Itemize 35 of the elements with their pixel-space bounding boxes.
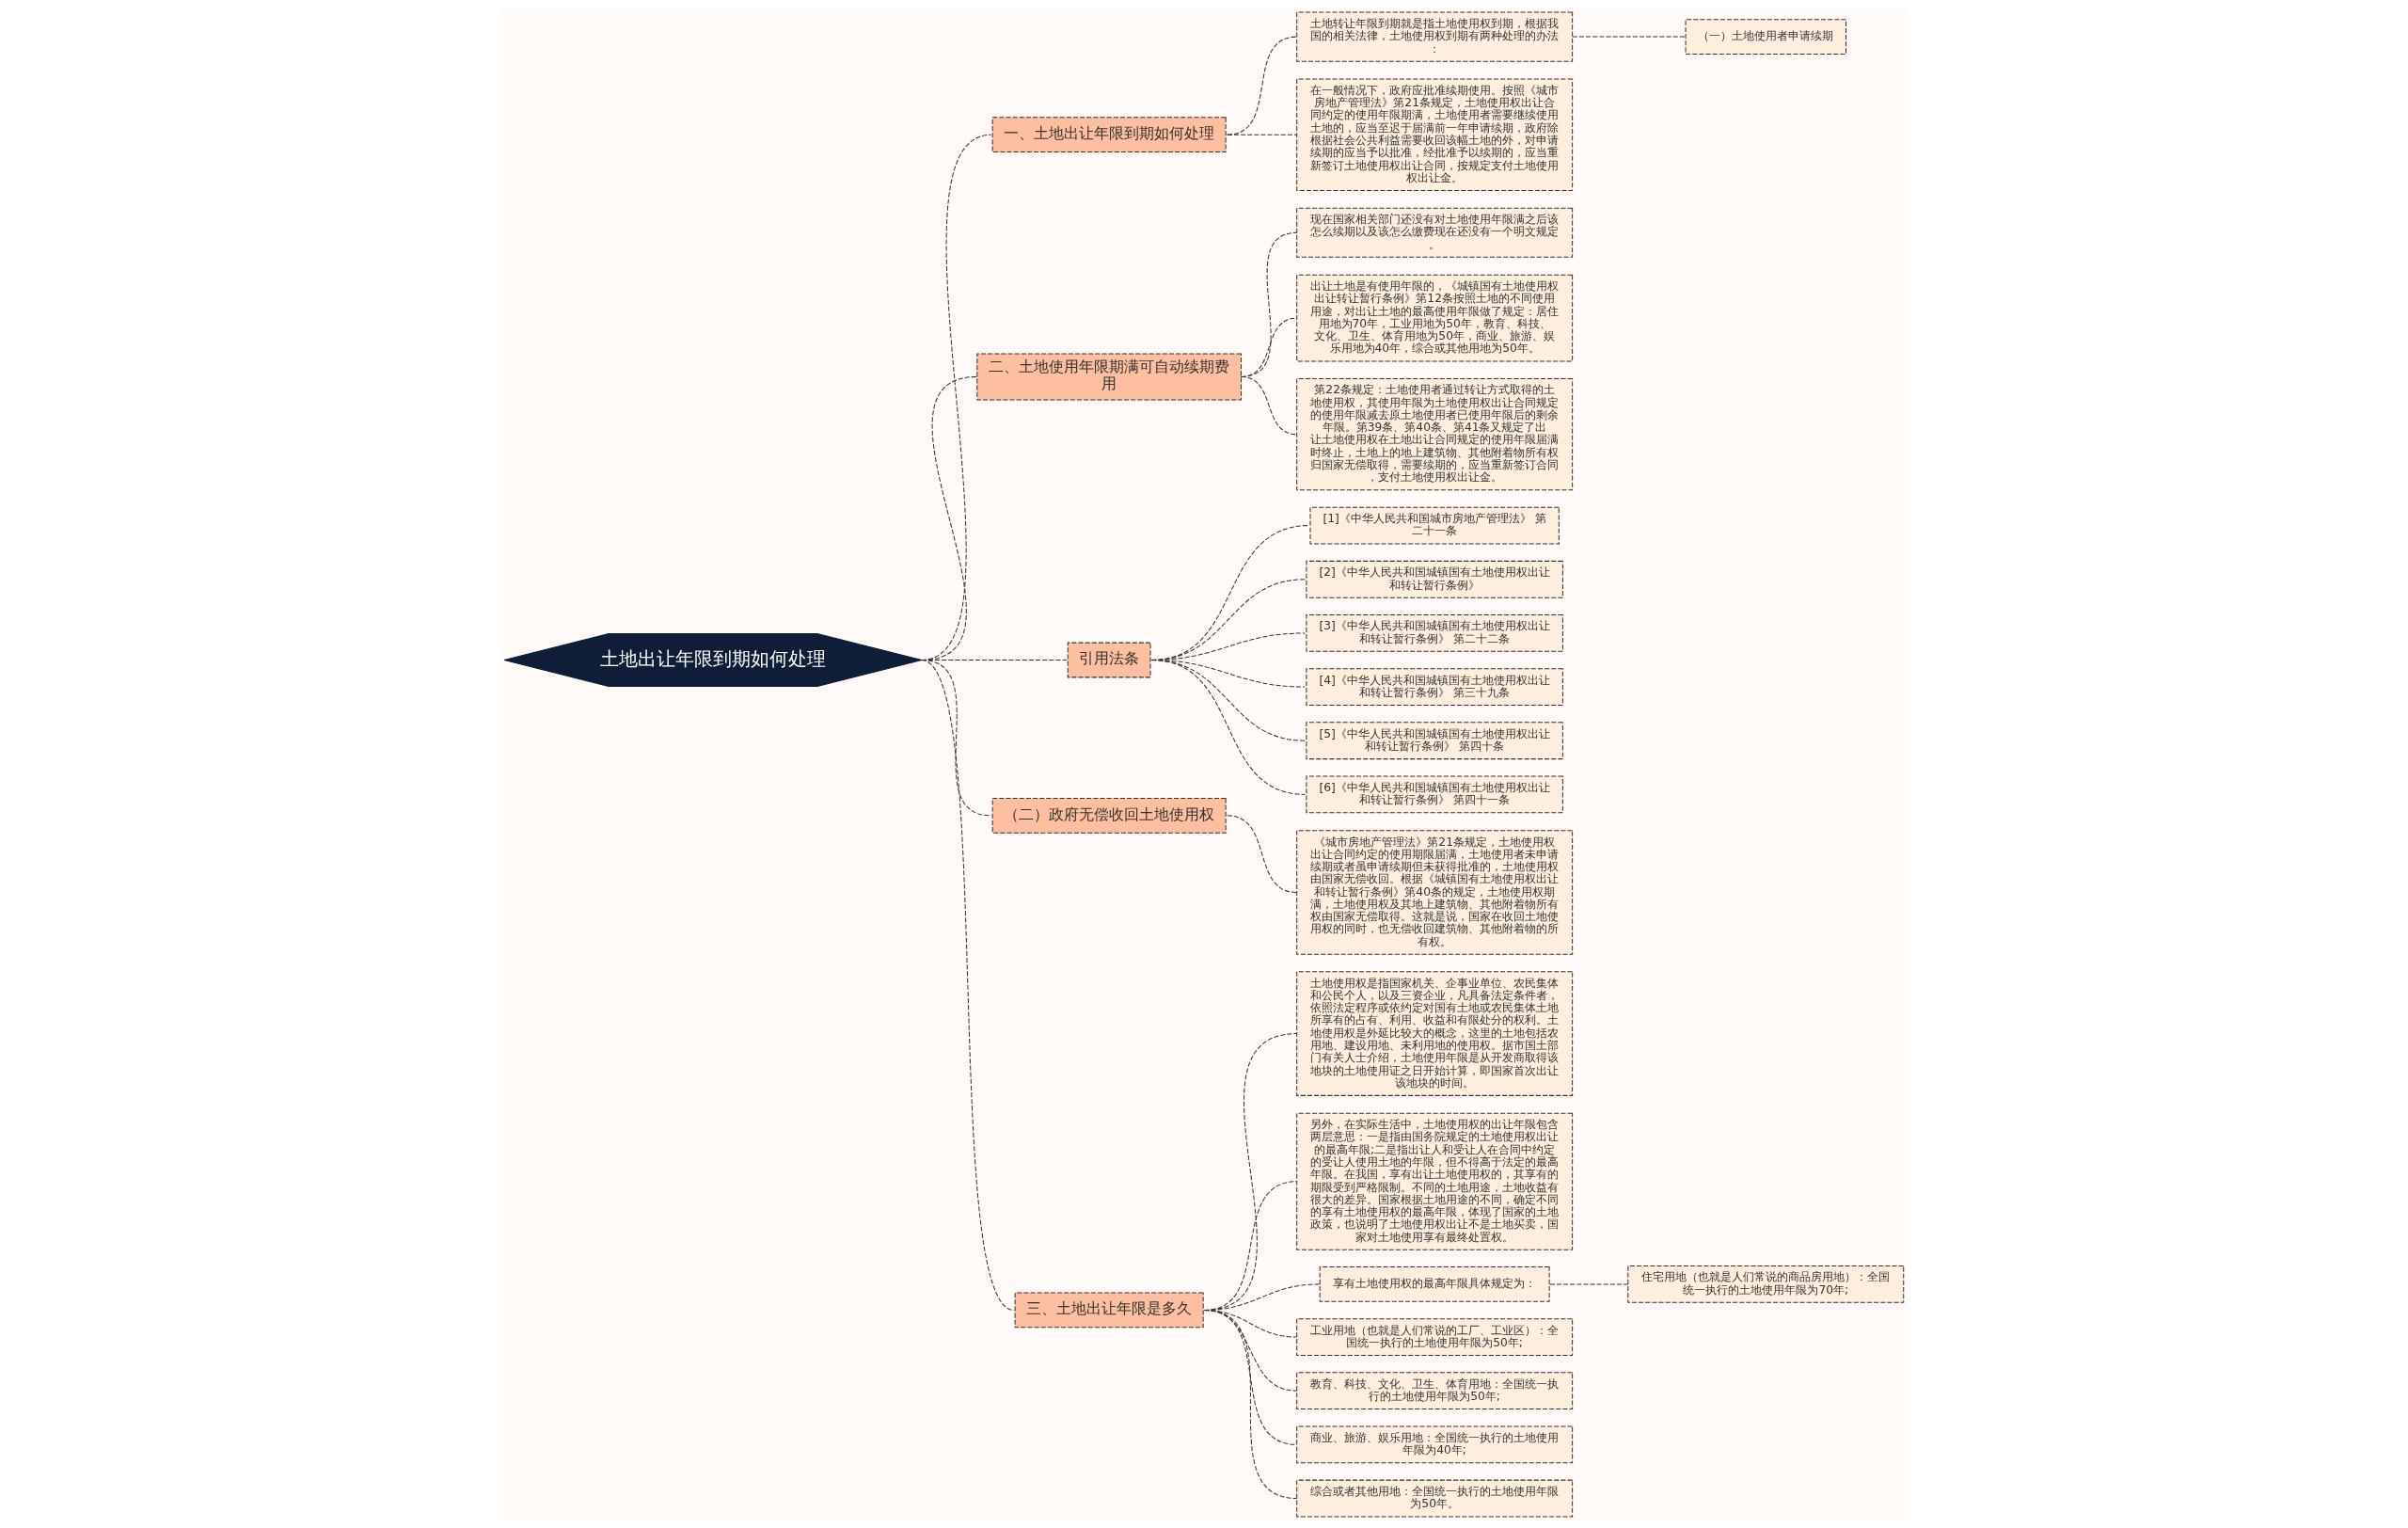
node-box: 二、土地使用年限期满可自动续期费用 (976, 352, 1242, 400)
node-box: （二）政府无偿收回土地使用权 (991, 797, 1227, 834)
node-box: 商业、旅游、娱乐用地：全国统一执行的土地使用年限为40年; (1296, 1425, 1574, 1463)
node-box: [5]《中华人民共和国城镇国有土地使用权出让和转让暂行条例》 第四十条 (1306, 721, 1563, 759)
node-box: [4]《中华人民共和国城镇国有土地使用权出让和转让暂行条例》 第三十九条 (1306, 667, 1563, 706)
node-box: 综合或者其他用地：全国统一执行的土地使用年限为50年。 (1296, 1479, 1574, 1517)
node-box: 工业用地（也就是人们常说的工厂、工业区）：全国统一执行的土地使用年限为50年; (1296, 1317, 1574, 1356)
connector (1203, 1309, 1298, 1499)
node-box: 土地使用权是指国家机关、企事业单位、农民集体和公民个人，以及三资企业，凡具备法定条件者，依照法定程序或依约定对国有土地或农民集体土地所享有的占有、利用、收益和有限处分的权利。土地使用权是外延比较大的概念，这里的土地包括农用地、建设用地、未利用地的使用权。据市国土部门有关人士介绍，土地使用年限是从开发商取得该地块的土地使用证之日开始计算，即国家首次出让该地块的时间。 (1296, 970, 1574, 1096)
connector (921, 659, 1015, 1311)
connector (1150, 659, 1306, 795)
node-box: （一）土地使用者申请续期 (1685, 18, 1846, 55)
node-box: 土地转让年限到期就是指土地使用权到期，根据我国的相关法律，土地使用权到期有两种处理的办法： (1296, 11, 1574, 62)
node-box: 在一般情况下，政府应批准续期使用。按照《城市房地产管理法》第21条规定，土地使用权出让合同约定的使用年限期满，土地使用者需要继续使用土地的，应当至迟于届满前一年申请续期，政府除根据社会公共利益需要收回该幅土地的外，对申请续期的应当予以批准，经批准予以续期的，应当重新签订土地使用权出让合同，按规定支付土地使用权出让金。 (1296, 78, 1574, 191)
connector (1227, 134, 1298, 135)
connector (1227, 814, 1298, 893)
connector (1572, 36, 1687, 38)
connector (1549, 1282, 1629, 1284)
node-box: 住宅用地（也就是人们常说的商品房用地）：全国统一执行的土地使用年限为70年; (1627, 1265, 1905, 1303)
node-box: 另外，在实际生活中，土地使用权的出让年限包含两层意思：一是指由国务院规定的土地使用权出让的最高年限;二是指出让人和受让人在合同中约定的受让人使用土地的年限，但不得高于法定的最高年限。在我国，享有出让土地使用权的，其享有的期限受到严格限制。不同的土地用途，土地收益有很大的差异。国家根据土地用途的不同，确定不同的享有土地使用权的最高年限，体现了国家的土地政策，也说明了土地使用权出让不是土地买卖，国家对土地使用享有最终处置权。 (1296, 1112, 1574, 1250)
node-box: 《城市房地产管理法》第21条规定，土地使用权出让合同约定的使用期限届满，土地使用者未申请续期或者虽申请续期但未获得批准的，土地使用权由国家无偿收回。根据《城镇国有土地使用权出让和转让暂行条例》第40条的规定，土地使用权期满，土地使用权及其地上建筑物、其他附着物所有权由国家无偿取得。这就是说，国家在收回土地使用权的同时，也无偿收回建筑物、其他附着物的所有权。 (1296, 829, 1574, 955)
node-box: 第22条规定：土地使用者通过转让方式取得的土地使用权，其使用年限为土地使用权出让合同规定的使用年限减去原土地使用者已使用年限后的剩余年限。第39条、第40条、第41条又规定了出让土地使用权在土地出让合同规定的使用年限届满时终止，土地上的地上建筑物、其他附着物所有权归国家无偿取得，需要续期的，应当重新签订合同，支付土地使用权出让金。 (1296, 377, 1574, 490)
node-box: 引用法条 (1067, 642, 1151, 677)
node-box: 现在国家相关部门还没有对土地使用年限满之后该怎么续期以及该怎么缴费现在还没有一个明文规定。 (1296, 207, 1574, 258)
node-box: 教育、科技、文化、卫生、体育用地：全国统一执行的土地使用年限为50年; (1296, 1371, 1574, 1409)
node-box: [2]《中华人民共和国城镇国有土地使用权出让和转让暂行条例》 (1306, 560, 1563, 598)
connector (1241, 375, 1298, 435)
connector (1227, 36, 1298, 135)
node-box: 三、土地出让年限是多久 (1014, 1292, 1204, 1328)
node-box: [1]《中华人民共和国城市房地产管理法》 第二十一条 (1309, 506, 1560, 544)
node-box: 出让土地是有使用年限的，《城镇国有土地使用权出让转让暂行条例》第12条按照土地的不同使用用途，对出让土地的最高使用年限做了规定：居住用地为70年，工业用地为50年，教育、科技、文化、卫生、体育用地为50年，商业、旅游、娱乐用地为40年，综合或其他用地为50年。 (1296, 274, 1574, 362)
node-box: [3]《中华人民共和国城镇国有土地使用权出让和转让暂行条例》 第二十二条 (1306, 613, 1563, 652)
node-box: [6]《中华人民共和国城镇国有土地使用权出让和转让暂行条例》 第四十一条 (1306, 775, 1563, 813)
node-box: 享有土地使用权的最高年限具体规定为： (1319, 1265, 1550, 1302)
node-box: 一、土地出让年限到期如何处理 (991, 116, 1227, 152)
